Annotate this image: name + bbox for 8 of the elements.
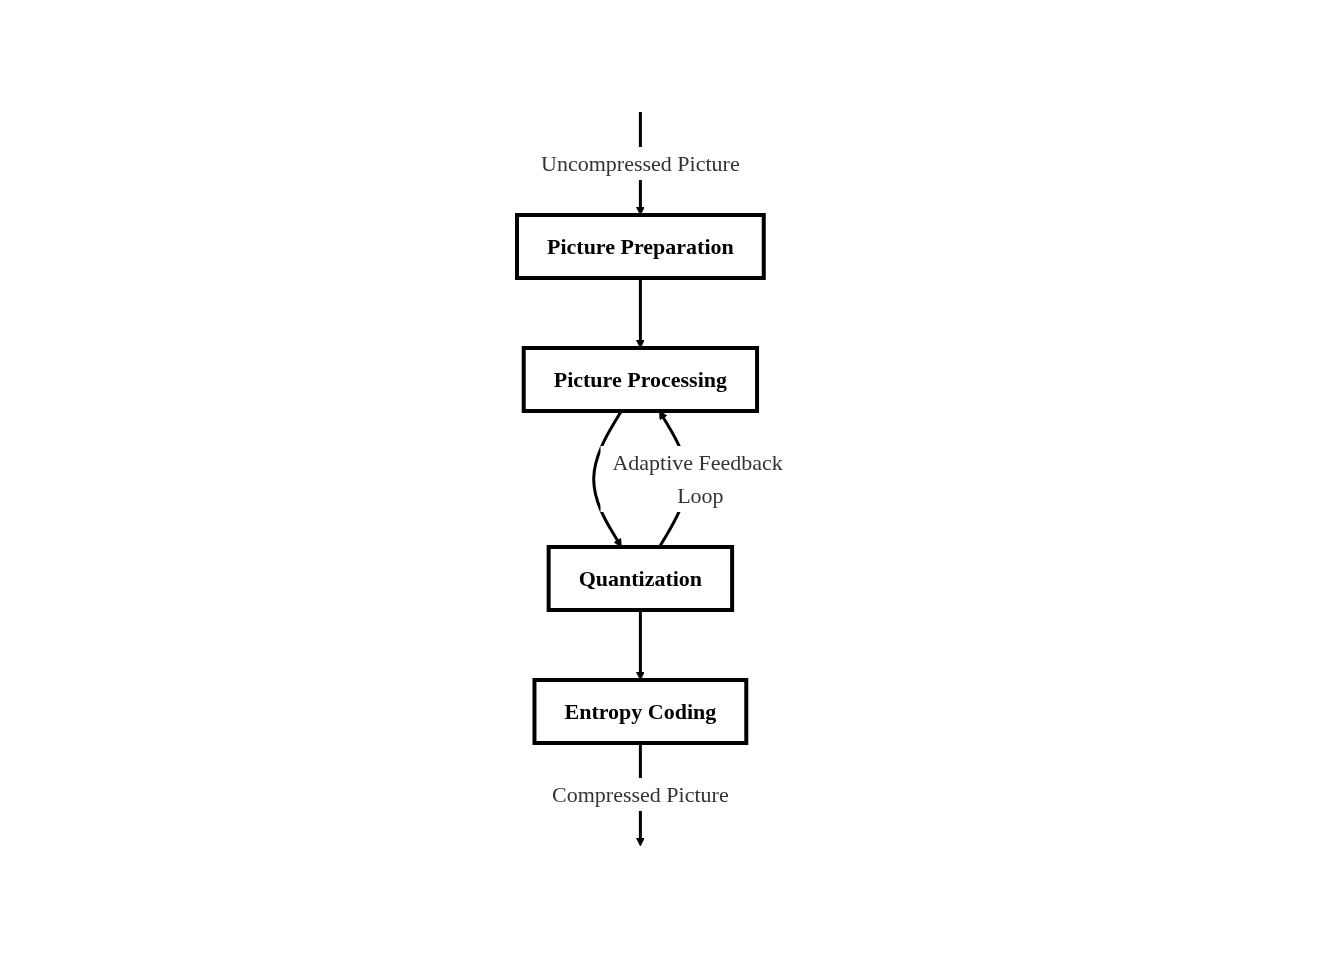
node-box: Entropy Coding: [532, 678, 749, 745]
node-box: Picture Processing: [522, 346, 760, 413]
edge-label: Adaptive Feedback Loop: [612, 450, 784, 508]
node-box: Quantization: [546, 545, 735, 612]
edge-label: Uncompressed Picture: [541, 151, 740, 177]
arrow: [636, 278, 646, 349]
edge-label: Compressed Picture: [552, 781, 729, 807]
node-box: Picture Preparation: [515, 213, 767, 280]
